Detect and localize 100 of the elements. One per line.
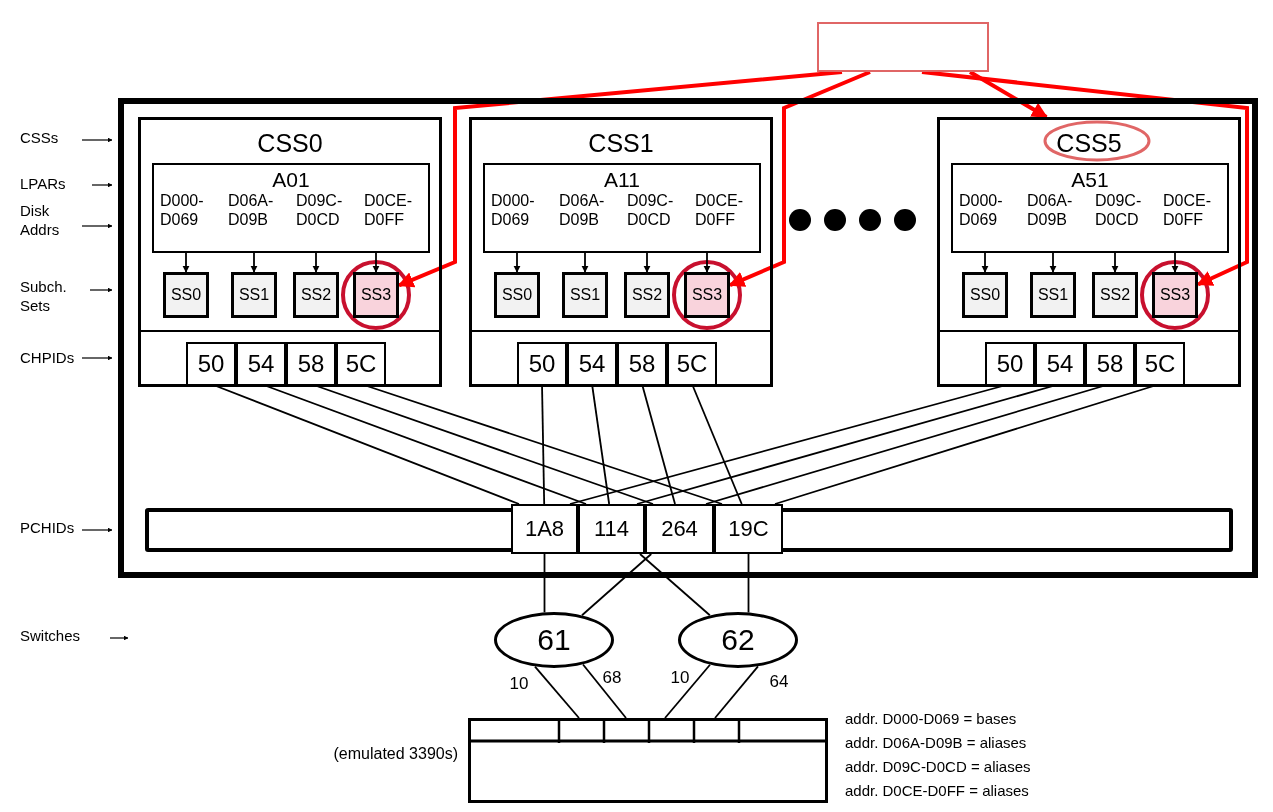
chpid-label: 50 — [528, 351, 556, 377]
arrow — [581, 252, 589, 273]
chpid-panel — [940, 330, 1238, 384]
address-range-label: D0CE- D0FF — [364, 191, 413, 230]
address-range-label: D06A- D09B — [559, 191, 606, 230]
edge-label: 68 — [601, 668, 623, 686]
lpar-box — [152, 163, 430, 253]
chpid-label: 54 — [247, 351, 275, 377]
arrow — [1171, 252, 1179, 273]
subchannel-set-box — [562, 272, 608, 318]
chpid-box — [1135, 342, 1185, 386]
address-range-label: D0CE- D0FF — [695, 191, 744, 230]
pchid-box — [511, 504, 578, 554]
address-range-label: D000- D069 — [491, 191, 536, 230]
lpar-label: A01 — [272, 169, 310, 192]
row-label: CSSs — [20, 129, 60, 148]
row-label: Subch. Sets — [20, 278, 68, 316]
chpid-label: 5C — [676, 351, 708, 377]
note-text: addr. D06A-D09B = aliases — [845, 734, 1028, 753]
note-text: addr. D000-D069 = bases — [845, 710, 1018, 729]
storage-caption: (emulated 3390s) — [332, 744, 458, 764]
channel-subsystem-box — [138, 117, 442, 387]
subchannel-set-box — [163, 272, 209, 318]
subchannel-set-box — [1030, 272, 1076, 318]
channel-subsystem-label: CSS0 — [257, 130, 323, 157]
subchannel-set-box — [494, 272, 540, 318]
pchid-box — [645, 504, 714, 554]
row-label: PCHIDs — [20, 519, 76, 538]
channel-subsystem-label: CSS1 — [588, 130, 654, 157]
edge-label: 10 — [508, 674, 530, 692]
subchannel-set-label: SS1 — [569, 286, 601, 304]
channel-subsystem-label: CSS5 — [1056, 130, 1122, 157]
chpid-label: 54 — [578, 351, 606, 377]
subchannel-set-label: SS1 — [238, 286, 270, 304]
subchannel-set-label: SS0 — [170, 286, 202, 304]
subchannel-set-label: SS2 — [1099, 286, 1131, 304]
subchannel-set-label: SS0 — [501, 286, 533, 304]
lpar-label: A51 — [1071, 169, 1109, 192]
arrow — [397, 70, 843, 288]
pchid-label: 1A8 — [524, 517, 565, 541]
chpid-label: 58 — [297, 351, 325, 377]
pchid-label: 19C — [728, 517, 769, 541]
address-range-label: D0CE- D0FF — [1163, 191, 1212, 230]
chpid-label: 5C — [1144, 351, 1176, 377]
subchannel-set-box — [353, 272, 399, 318]
row-label: Disk Addrs — [20, 202, 61, 240]
chpid-label: 50 — [996, 351, 1024, 377]
chpid-box — [1085, 342, 1135, 386]
arrow — [372, 252, 380, 273]
row-label: CHPIDs — [20, 349, 76, 368]
chpid-label: 50 — [197, 351, 225, 377]
chpid-box — [186, 342, 236, 386]
chpid-label: 5C — [345, 351, 377, 377]
lpar-box — [483, 163, 761, 253]
address-range-label: D09C- D0CD — [1095, 191, 1143, 230]
switch-label: 61 — [537, 624, 571, 656]
arrow — [312, 252, 320, 273]
arrow — [1049, 252, 1057, 273]
chpid-box — [567, 342, 617, 386]
edge-label: 10 — [669, 668, 691, 686]
subchannel-set-label: SS3 — [691, 286, 723, 304]
arrow — [969, 70, 1048, 119]
arrow — [728, 70, 871, 287]
note-text: addr. D0CE-D0FF = aliases — [845, 782, 1030, 801]
chpid-label: 58 — [628, 351, 656, 377]
subchannel-set-box — [684, 272, 730, 318]
edge-label: 64 — [768, 672, 790, 690]
chpid-box — [667, 342, 717, 386]
subchannel-set-label: SS1 — [1037, 286, 1069, 304]
callout-box — [817, 22, 989, 72]
address-range-label: D000- D069 — [160, 191, 205, 230]
address-range-label: D09C- D0CD — [296, 191, 344, 230]
arrow — [981, 252, 989, 273]
chpid-panel — [141, 330, 439, 384]
chpid-label: 54 — [1046, 351, 1074, 377]
channel-subsystem-box — [469, 117, 773, 387]
subchannel-set-box — [293, 272, 339, 318]
address-range-label: D06A- D09B — [1027, 191, 1074, 230]
subchannel-set-box — [1092, 272, 1138, 318]
subchannel-set-box — [231, 272, 277, 318]
arrow — [1111, 252, 1119, 273]
pchid-box — [578, 504, 645, 554]
row-label: LPARs — [20, 175, 67, 194]
arrow — [643, 252, 651, 273]
subchannel-set-label: SS3 — [360, 286, 392, 304]
row-label: Switches — [20, 627, 82, 646]
connector-line — [747, 553, 750, 614]
subchannel-set-box — [624, 272, 670, 318]
subchannel-set-label: SS2 — [300, 286, 332, 304]
address-range-label: D06A- D09B — [228, 191, 275, 230]
address-range-label: D09C- D0CD — [627, 191, 675, 230]
switch-label: 62 — [721, 624, 755, 656]
chpid-box — [286, 342, 336, 386]
note-text: addr. D09C-D0CD = aliases — [845, 758, 1032, 777]
subchannel-set-box — [1152, 272, 1198, 318]
subchannel-set-label: SS2 — [631, 286, 663, 304]
arrow — [182, 252, 190, 273]
chpid-panel — [472, 330, 770, 384]
chpid-box — [1035, 342, 1085, 386]
arrow — [513, 252, 521, 273]
